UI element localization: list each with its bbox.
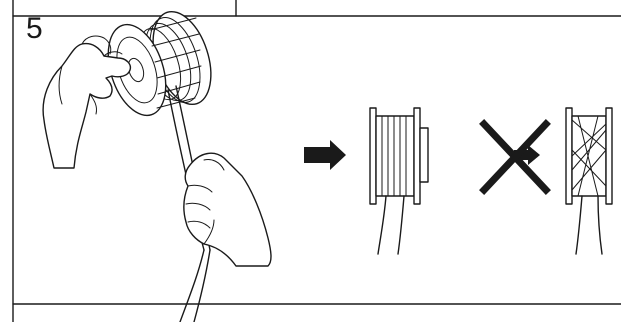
lower-hand <box>184 153 271 266</box>
right-arrow-icon <box>304 140 346 170</box>
step-number: 5 <box>26 14 43 44</box>
incorrect-winding-spool <box>566 108 612 254</box>
correct-winding-spool <box>370 108 428 254</box>
